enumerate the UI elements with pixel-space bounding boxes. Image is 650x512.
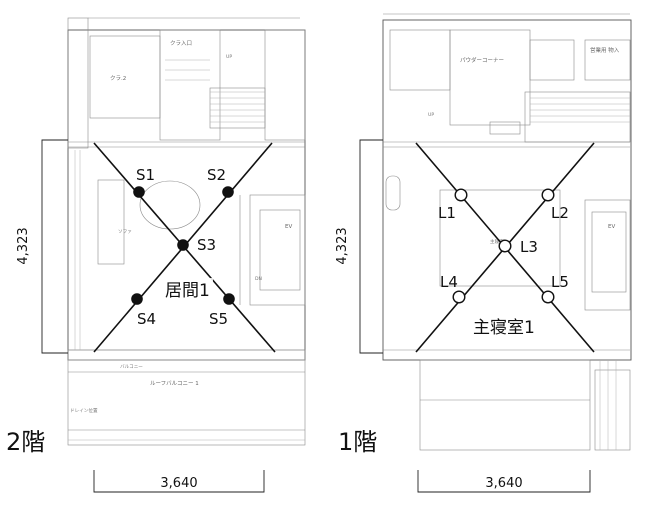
sensor-marker [177,239,189,251]
plan-text: ルーフバルコニー 1 [150,380,199,387]
plan-text: DN [255,276,262,282]
dimension-width-label: 3,640 [485,476,522,491]
left-plan-background: クラ入口 クラ.2 ソファ バルコニー ルーフバルコニー 1 ドレイン位置 EV… [67,17,306,446]
plan-text: ソファ [118,229,132,235]
left-dimension-width: 3,640 [93,470,265,493]
plan-text: 営業用 物入 [590,46,620,54]
sensor-label: S5 [209,310,228,328]
sensor-marker [223,293,235,305]
plan-text: EV [608,224,615,230]
plan-text: EV [285,224,292,230]
left-dimension-height: 4,323 [16,139,68,354]
sensor-marker [133,186,145,198]
room-name: 居間1 [165,281,210,301]
plan-text: クラ入口 [170,40,192,47]
left-plan: クラ入口 クラ.2 ソファ バルコニー ルーフバルコニー 1 ドレイン位置 EV… [6,17,306,493]
sensor-marker [222,186,234,198]
sensor-label: S1 [136,166,155,184]
plan-text: バルコニー [120,364,143,370]
floor-label: 2階 [6,428,45,456]
right-plan: パウダーコーナー 営業用 物入 EV 主寝室 UP 4,323 3,640 L1… [335,13,632,493]
plan-text: ドレイン位置 [70,407,98,414]
sensor-label: L1 [438,204,456,222]
plan-text: UP [428,112,434,118]
plan-text: UP [226,54,232,60]
dimension-width-label: 3,640 [160,476,197,491]
sensor-label: L4 [440,273,458,291]
sensor-label: L2 [551,204,569,222]
sensor-marker [541,188,555,202]
sensor-marker [131,293,143,305]
right-dimension-height: 4,323 [335,139,383,354]
sensor-marker [541,290,555,304]
sensor-label: S3 [197,236,216,254]
right-dimension-width: 3,640 [417,470,591,493]
sensor-label: L3 [520,238,538,256]
room-name: 主寝室1 [473,317,535,338]
sensor-label: L5 [551,273,569,291]
plan-text: 主寝室 [490,238,504,245]
floor-label: 1階 [338,428,377,456]
sensor-label: S4 [137,310,156,328]
right-plan-background: パウダーコーナー 営業用 物入 EV 主寝室 UP [382,13,632,451]
plan-text: パウダーコーナー [460,56,504,64]
sensor-marker [498,239,512,253]
plan-text: クラ.2 [110,75,126,82]
sensor-label: S2 [207,166,226,184]
dimension-height-label: 4,323 [335,227,350,264]
sensor-marker [454,188,468,202]
dimension-height-label: 4,323 [16,227,31,264]
sensor-marker [452,290,466,304]
